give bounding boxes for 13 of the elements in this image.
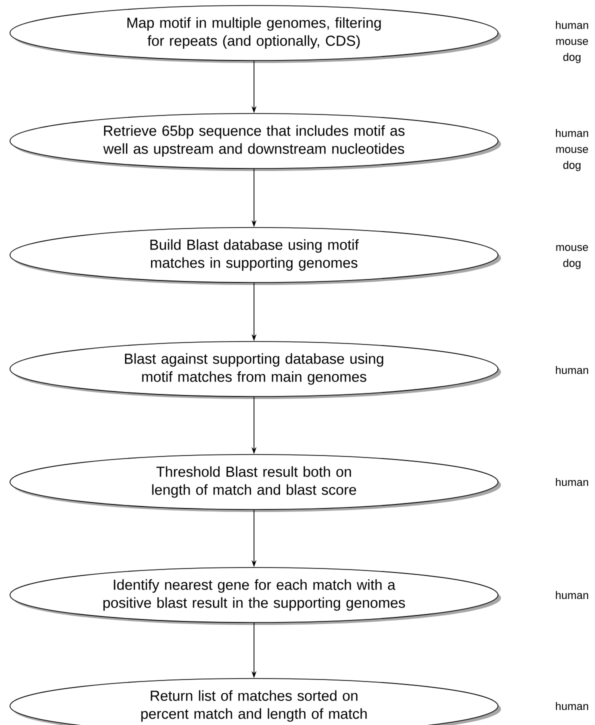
species-label: human (556, 478, 588, 486)
species-label: mouse (556, 245, 588, 252)
species-label: dog (563, 258, 580, 270)
species-label: human (556, 702, 588, 710)
species-label: human (556, 20, 588, 30)
species-label: dog (563, 52, 580, 64)
species-label: human (556, 590, 588, 600)
species-label: human (556, 366, 588, 374)
species-label: dog (563, 160, 580, 172)
node-label: Return list of matches sorted on percent match and length of match (141, 690, 367, 722)
species-label: human (556, 128, 588, 138)
species-label: mouse (556, 39, 588, 46)
species-label: mouse (556, 147, 588, 154)
